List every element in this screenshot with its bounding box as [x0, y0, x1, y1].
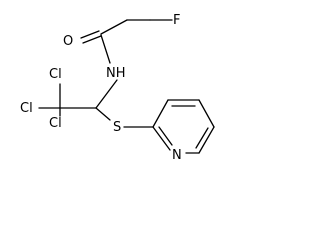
atom-amide-nitrogen: NH	[106, 66, 126, 81]
bonds	[38, 19, 173, 128]
ring-bond-4	[198, 126, 215, 154]
chemical-structure: F O NH Cl Cl Cl S N	[20, 13, 215, 163]
ring-bond-1	[152, 99, 169, 128]
ring-bond-6	[152, 126, 171, 151]
ring-bond-3	[198, 99, 215, 128]
atom-fluorine: F	[173, 13, 180, 28]
atom-ring-nitrogen: N	[172, 148, 182, 163]
bond-carbonyl-o-1	[80, 30, 100, 39]
bond-carbonyl-o-2	[82, 35, 102, 44]
bond-n-ch	[95, 79, 118, 109]
bond-ch-s	[95, 107, 111, 121]
bond-carbonyl-ch2	[100, 19, 128, 35]
atom-sulfur: S	[113, 120, 121, 135]
atom-oxygen: O	[63, 34, 73, 49]
ring-double-bond-3	[158, 126, 173, 146]
atom-labels: F O NH Cl Cl Cl S N	[20, 13, 182, 163]
pyridine-ring	[152, 99, 215, 154]
atom-chlorine-bottom: Cl	[49, 116, 62, 131]
bond-carbonyl-n	[100, 34, 111, 64]
atom-chlorine-top: Cl	[49, 67, 62, 82]
ring-double-bond-2	[195, 127, 209, 149]
atom-chlorine-left: Cl	[20, 101, 33, 116]
